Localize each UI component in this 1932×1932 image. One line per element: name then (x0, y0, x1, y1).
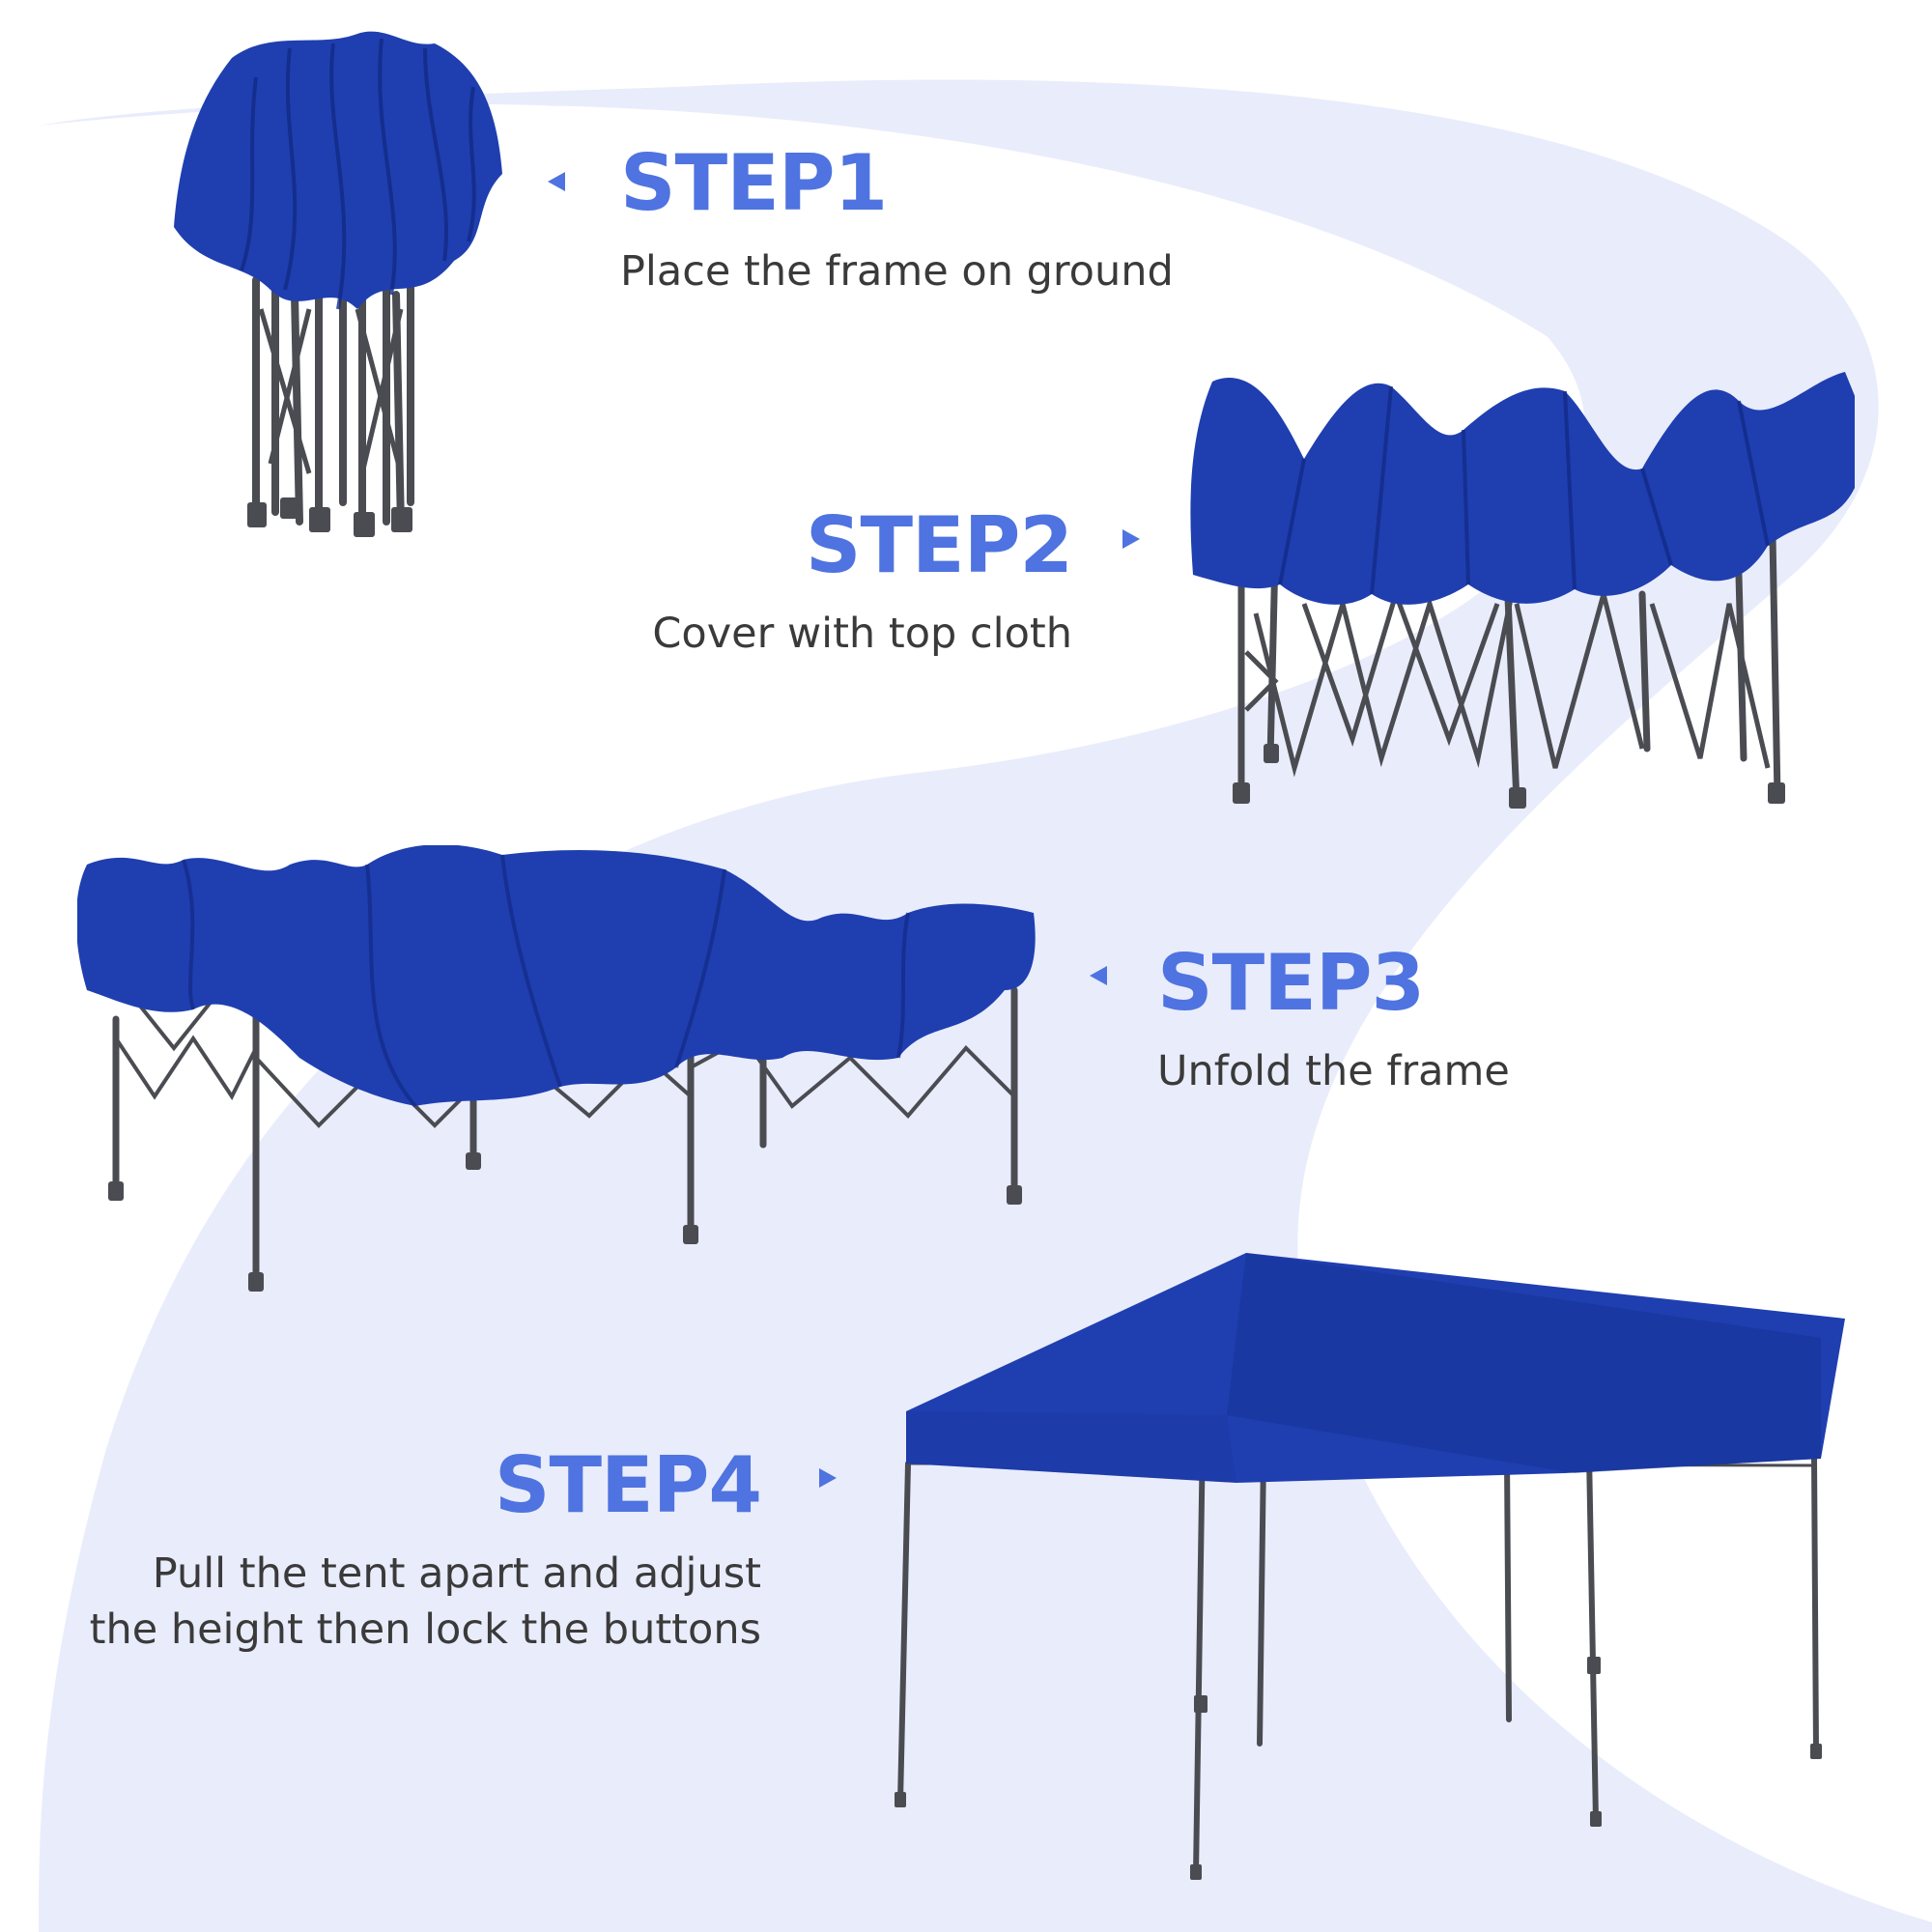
half-open-canopy-frame (1190, 372, 1855, 809)
step-4-title: STEP4 (494, 1440, 762, 1530)
left-pointing-triangle-icon (1090, 966, 1107, 985)
step-4-description-line-1: Pull the tent apart and adjust (152, 1549, 761, 1598)
step-3: STEP3 Unfold the frame (1157, 945, 1510, 1099)
step-2-description-line: Cover with top cloth (652, 610, 1072, 658)
step-2-title: STEP2 (805, 500, 1073, 590)
step-3-title: STEP3 (1157, 938, 1425, 1028)
step-3-description: Unfold the frame (1157, 1043, 1510, 1099)
folded-canopy-frame (174, 31, 502, 537)
step-4-description-line-2: the height then lock the buttons (89, 1605, 761, 1654)
step-3-description-line: Unfold the frame (1157, 1047, 1510, 1095)
step-1-title: STEP1 (620, 138, 888, 228)
fully-open-canopy-tent (895, 1253, 1845, 1880)
step-1-description-line: Place the frame on ground (620, 247, 1174, 296)
step-1: STEP1 Place the frame on ground (620, 145, 1174, 299)
right-pointing-triangle-icon (819, 1468, 837, 1488)
step-2: STEP2 Cover with top cloth (652, 500, 1073, 662)
step-4: STEP4 Pull the tent apart and adjust the… (90, 1440, 762, 1658)
step-4-description: Pull the tent apart and adjust the heigh… (90, 1546, 761, 1658)
right-pointing-triangle-icon (1122, 529, 1140, 549)
step-1-description: Place the frame on ground (620, 243, 1174, 299)
step-2-description: Cover with top cloth (652, 606, 1072, 662)
unfolded-canopy-frame (77, 845, 1036, 1292)
left-pointing-triangle-icon (548, 172, 565, 191)
